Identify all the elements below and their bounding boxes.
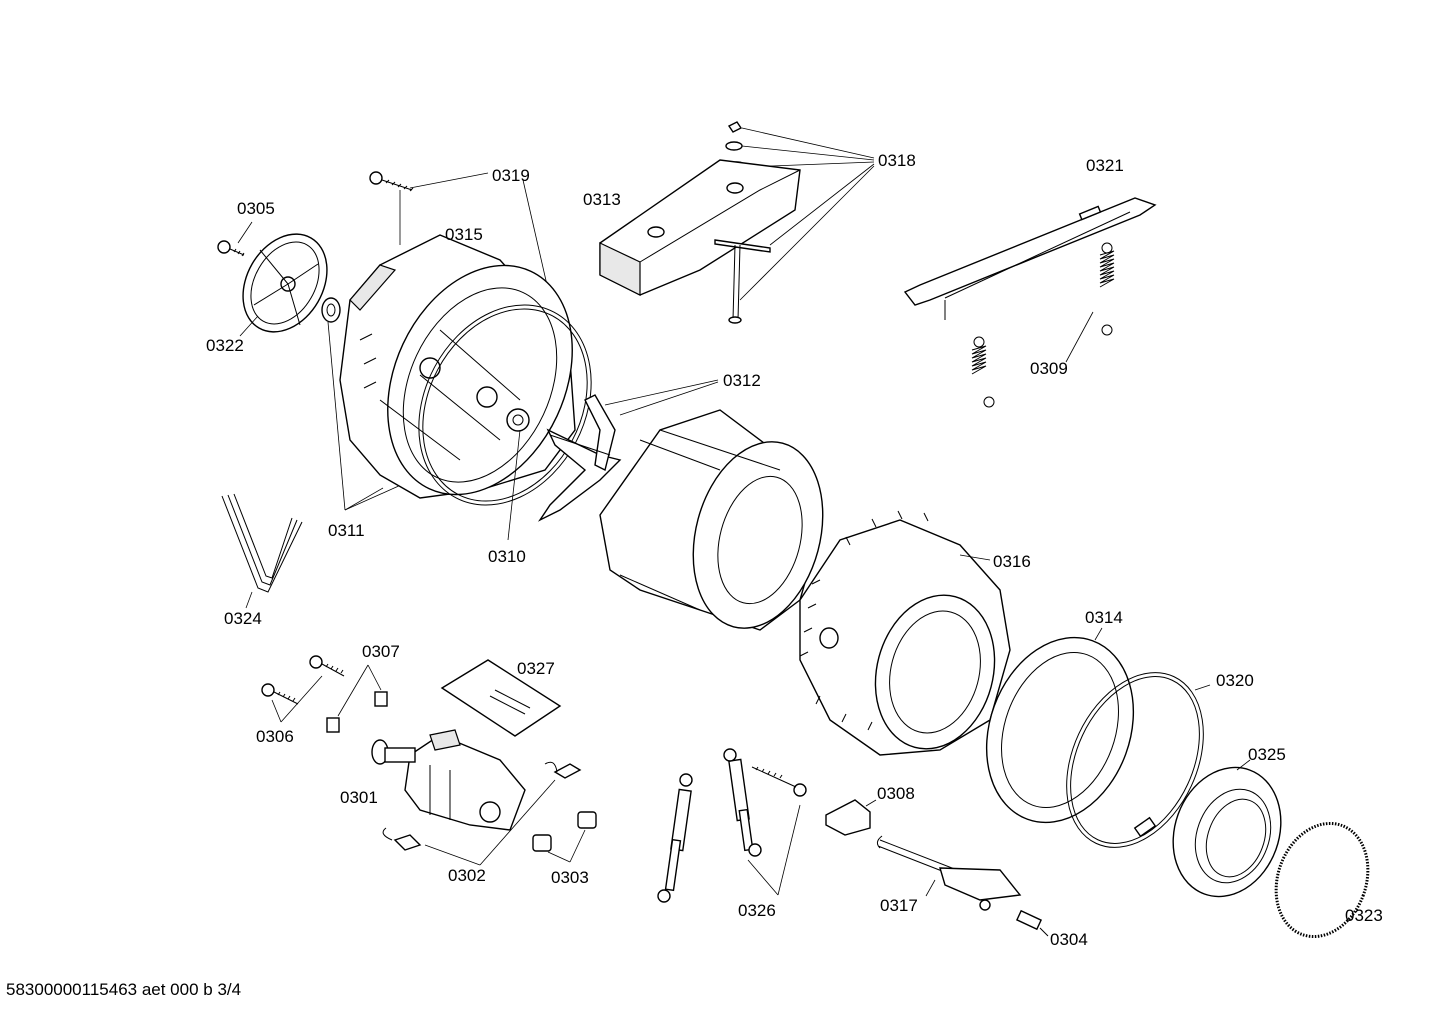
label-0314: 0314 bbox=[1085, 608, 1123, 627]
part-0326-shock-absorbers bbox=[657, 748, 807, 903]
part-0323-wire-ring bbox=[1274, 821, 1370, 939]
part-0314-front-cover bbox=[985, 627, 1135, 824]
label-0318: 0318 bbox=[878, 151, 916, 170]
part-0311-bearing bbox=[321, 297, 413, 511]
part-0312-drum bbox=[537, 379, 824, 631]
part-0316-front-tub bbox=[799, 510, 1011, 756]
part-0313-counterweight bbox=[599, 159, 801, 324]
part-0302-carbon-brushes bbox=[382, 761, 582, 866]
label-0324: 0324 bbox=[224, 609, 262, 628]
label-0325: 0325 bbox=[1248, 745, 1286, 764]
part-0325-door-seal bbox=[1172, 759, 1282, 898]
label-0322: 0322 bbox=[206, 336, 244, 355]
label-0327: 0327 bbox=[517, 659, 555, 678]
part-0315-rear-tub bbox=[339, 234, 576, 499]
label-0315: 0315 bbox=[445, 225, 483, 244]
label-0303: 0303 bbox=[551, 868, 589, 887]
part-labels: 0319 0305 0315 0313 0318 0321 0322 0309 … bbox=[206, 151, 1383, 949]
label-0306: 0306 bbox=[256, 727, 294, 746]
part-0322-pulley bbox=[239, 233, 328, 337]
document-footer-code: 58300000115463 aet 000 b 3/4 bbox=[6, 980, 242, 999]
label-0308: 0308 bbox=[877, 784, 915, 803]
label-0326: 0326 bbox=[738, 901, 776, 920]
label-0307: 0307 bbox=[362, 642, 400, 661]
label-0313: 0313 bbox=[583, 190, 621, 209]
part-0306-0307-screws bbox=[261, 655, 388, 733]
label-0316: 0316 bbox=[993, 552, 1031, 571]
label-0301: 0301 bbox=[340, 788, 378, 807]
label-0321: 0321 bbox=[1086, 156, 1124, 175]
part-0308-sensor bbox=[825, 799, 877, 836]
label-0305: 0305 bbox=[237, 199, 275, 218]
part-0303-bushings bbox=[532, 811, 597, 863]
label-0304: 0304 bbox=[1050, 930, 1088, 949]
label-0302: 0302 bbox=[448, 866, 486, 885]
part-0305-screw bbox=[217, 221, 253, 257]
part-0324-belt bbox=[221, 493, 303, 609]
part-0317-heater bbox=[876, 835, 1022, 911]
part-0301-motor bbox=[371, 729, 526, 831]
label-0323: 0323 bbox=[1345, 906, 1383, 925]
part-0304-ntc-sensor bbox=[1015, 909, 1049, 937]
part-0327-documents bbox=[440, 659, 562, 737]
part-0321-bracket bbox=[903, 197, 1157, 320]
part-0309-springs bbox=[971, 242, 1115, 408]
label-0317: 0317 bbox=[880, 896, 918, 915]
part-0320-clamp-ring bbox=[1066, 672, 1211, 848]
label-0319: 0319 bbox=[492, 166, 530, 185]
label-0310: 0310 bbox=[488, 547, 526, 566]
label-0311: 0311 bbox=[328, 521, 365, 540]
label-0320: 0320 bbox=[1216, 671, 1254, 690]
label-0309: 0309 bbox=[1030, 359, 1068, 378]
label-0312: 0312 bbox=[723, 371, 761, 390]
